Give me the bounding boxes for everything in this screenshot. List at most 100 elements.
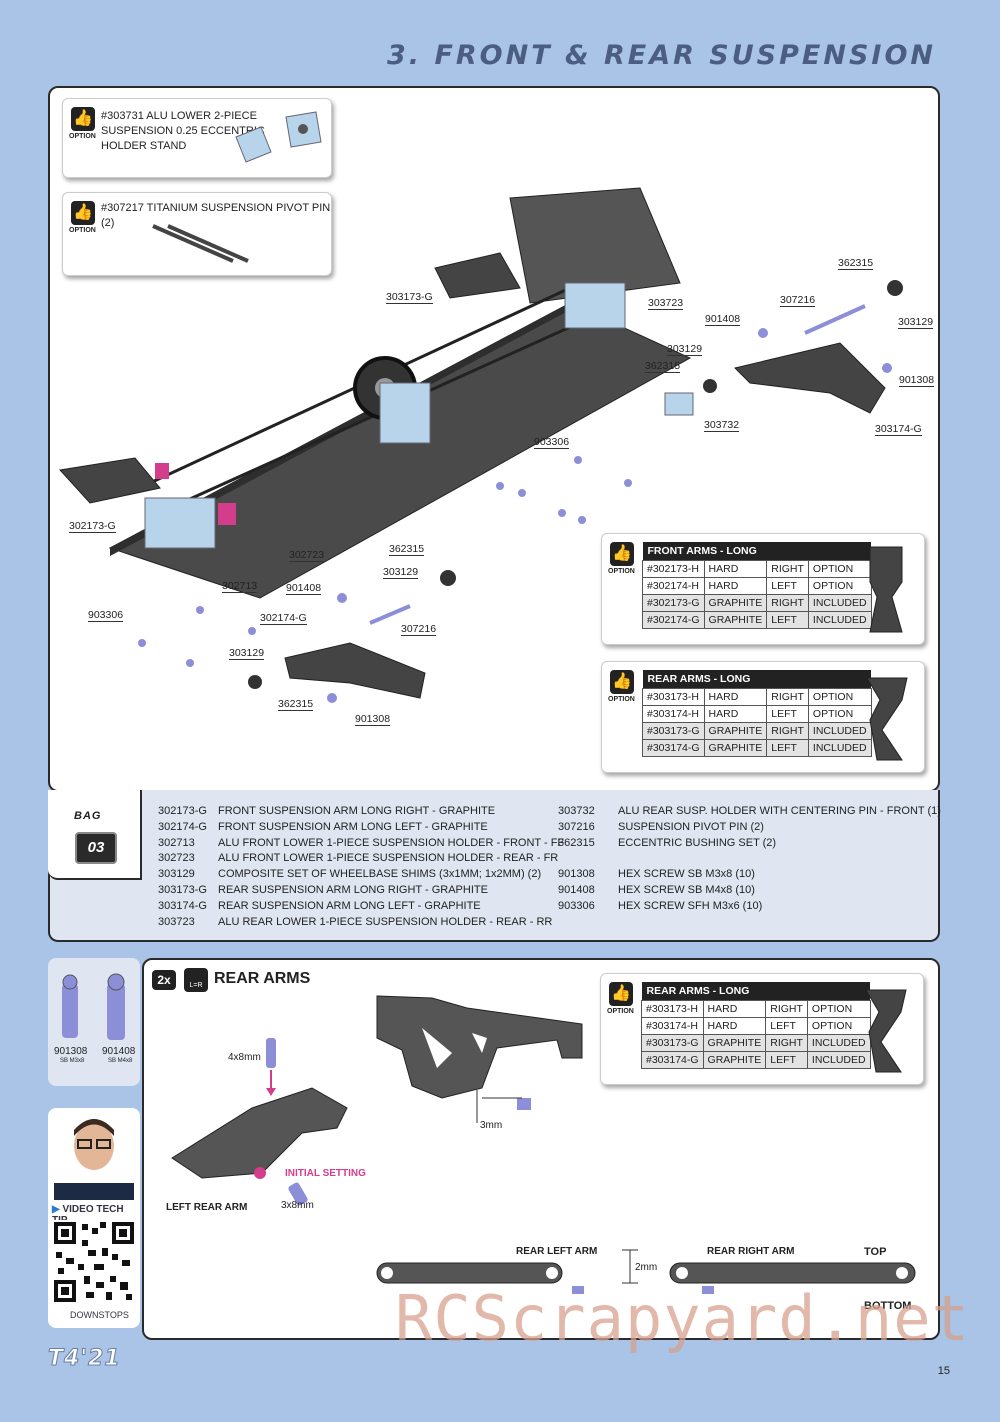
- diagram-label: 302723: [289, 549, 325, 562]
- diagram-label: 303723: [648, 297, 684, 310]
- option-label: OPTION: [608, 696, 635, 703]
- holder-stand-image: [235, 111, 322, 163]
- table-header: REAR ARMS - LONG: [642, 670, 872, 689]
- presenter-photo: [54, 1119, 134, 1200]
- option-label: OPTION: [69, 227, 96, 234]
- screw-code: 901408: [102, 1046, 136, 1057]
- rear-arm-image: [865, 989, 907, 1073]
- chassis-exploded-diagram: [59, 187, 903, 703]
- front-arm-exploded-right: [734, 342, 886, 414]
- screw-images: [62, 973, 125, 1040]
- upper-deck: [509, 187, 681, 304]
- parts-list-box: [48, 790, 940, 942]
- option-text: #303731 ALU LOWER 2-PIECE SUSPENSION 0.2…: [101, 109, 265, 154]
- bag-label: BAG: [74, 810, 102, 822]
- option-label: OPTION: [607, 1008, 634, 1015]
- option-callout-eccentric-holder: 👍 OPTION #303731 ALU LOWER 2-PIECE SUSPE…: [62, 98, 332, 178]
- label-top: TOP: [864, 1246, 887, 1258]
- diagram-label: 901408: [705, 313, 741, 326]
- diagram-label: 901408: [286, 582, 322, 595]
- titanium-pin-image: [152, 224, 249, 263]
- rear-arm-image: [866, 677, 908, 761]
- thumbs-up-icon: 👍: [71, 201, 95, 225]
- quantity-badge: 2x: [152, 970, 176, 990]
- watermark: RCScrapyard.net: [395, 1282, 970, 1355]
- table-header: FRONT ARMS - LONG: [642, 542, 872, 561]
- diagram-label: 303173-G: [386, 291, 433, 304]
- diagram-label: 302174-G: [260, 612, 307, 625]
- diagram-label: 302713: [222, 580, 258, 593]
- diagram-label: 362315: [838, 257, 874, 270]
- qr-code-icon[interactable]: [52, 1220, 136, 1304]
- bag-indicator: BAG 03: [48, 790, 142, 880]
- page-title: 3. FRONT & REAR SUSPENSION: [387, 40, 936, 71]
- video-tech-tip-box[interactable]: ▶ VIDEO TECH TIP DOWNSTOPS: [48, 1108, 140, 1328]
- label-2mm: 2mm: [635, 1262, 658, 1273]
- main-diagram-panel: 👍 OPTION #303731 ALU LOWER 2-PIECE SUSPE…: [48, 86, 940, 792]
- bag-number: 03: [75, 832, 117, 864]
- label-rear-right-arm: REAR RIGHT ARM: [707, 1246, 795, 1257]
- option-label: OPTION: [69, 133, 96, 140]
- screw-desc: SB M4x8: [108, 1058, 133, 1064]
- diagram-label: 901308: [899, 374, 935, 387]
- page-number: 15: [937, 1365, 950, 1377]
- option-line: HOLDER STAND: [101, 140, 187, 152]
- rear-arm-assembly-diagram: [171, 995, 916, 1294]
- section-title: REAR ARMS: [214, 970, 311, 987]
- option-label: OPTION: [608, 568, 635, 575]
- screw-desc: SB M3x8: [60, 1058, 85, 1064]
- label-4x8mm: 4x8mm: [228, 1052, 261, 1063]
- diagram-label: 362315: [389, 543, 425, 556]
- play-icon: ▶: [52, 1204, 60, 1215]
- diagram-label: 307216: [401, 623, 437, 636]
- diagram-label: 303174-G: [875, 423, 922, 436]
- rear-arm-right-part: [434, 252, 521, 299]
- front-arm-image: [869, 546, 903, 633]
- option-line: SUSPENSION 0.25 ECCENTRIC: [101, 125, 265, 137]
- diagram-label: 303129: [383, 566, 419, 579]
- label-3mm: 3mm: [480, 1120, 503, 1131]
- screw-code: 901308: [54, 1046, 88, 1057]
- table-header: REAR ARMS - LONG: [641, 982, 871, 1001]
- label-3x8mm: 3x8mm: [281, 1200, 314, 1211]
- front-arm-exploded-left: [284, 642, 426, 699]
- left-equals-right-badge: L=R: [184, 968, 208, 992]
- diagram-label: 303732: [704, 419, 740, 432]
- list-item: [558, 851, 941, 867]
- label-rear-left-arm: REAR LEFT ARM: [516, 1246, 598, 1257]
- diagram-label: 303129: [667, 343, 703, 356]
- diagram-label: 303129: [898, 316, 934, 329]
- label-bottom: BOTTOM: [864, 1300, 912, 1312]
- diagram-label: 362315: [645, 360, 681, 373]
- thumbs-up-icon: 👍: [610, 542, 634, 566]
- rear-arm-left-part: [59, 457, 161, 504]
- thumbs-up-icon: 👍: [609, 982, 633, 1006]
- diagram-label: 303129: [229, 647, 265, 660]
